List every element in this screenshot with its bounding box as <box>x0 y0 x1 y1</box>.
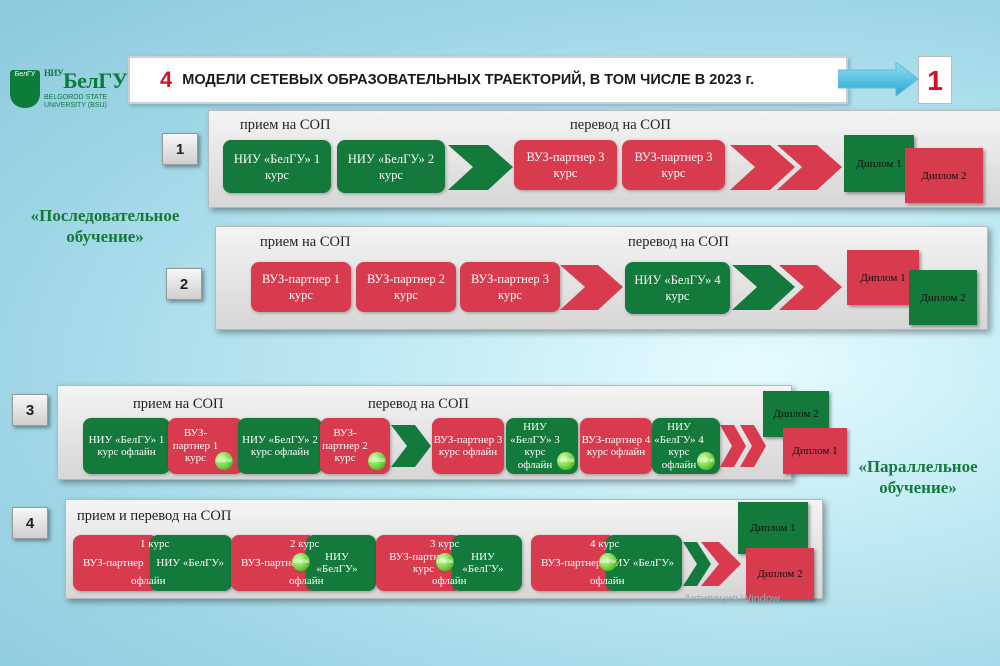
chevron-right-icon <box>732 265 842 310</box>
diploma-label: Диплом 1 <box>750 522 796 534</box>
diploma-icon: Диплом 2 <box>746 548 814 600</box>
slide-number: 1 <box>918 56 952 104</box>
logo-shield-icon: БелГУ <box>10 70 40 108</box>
diploma-label: Диплом 2 <box>757 568 803 580</box>
diploma-label: Диплом 2 <box>773 408 819 420</box>
logo-sub1: BELGOROD STATE <box>44 94 108 101</box>
stage-box: НИУ «БелГУ» <box>150 535 232 591</box>
diploma-label: Диплом 1 <box>856 157 902 170</box>
admission-transfer-label: прием и перевод на СОП <box>77 508 232 524</box>
stage-box: ВУЗ-партнер <box>73 535 158 591</box>
offline-label: офлайн <box>289 575 324 587</box>
stage-box: НИУ «БелГУ» 2 курс офлайн <box>238 418 322 474</box>
offline-label: офлайн <box>432 575 467 587</box>
stage-box: ВУЗ-партнер 3 курс <box>460 262 560 312</box>
diploma-icon: Диплом 1 <box>847 250 919 305</box>
online-badge-icon: online <box>697 452 715 470</box>
online-badge-icon: online <box>368 452 386 470</box>
stage-box: ВУЗ-партнер 3 курс офлайн <box>432 418 504 474</box>
offline-label: офлайн <box>590 575 625 587</box>
title-text: МОДЕЛИ СЕТЕВЫХ ОБРАЗОВАТЕЛЬНЫХ ТРАЕКТОРИ… <box>182 72 755 88</box>
stage-box: НИУ «БелГУ» 1 курс <box>223 140 331 193</box>
online-badge-icon: online <box>436 553 454 571</box>
row-number: 1 <box>162 133 198 165</box>
row-number: 3 <box>12 394 48 426</box>
admission-label: прием на СОП <box>133 396 224 412</box>
title-number: 4 <box>160 67 173 92</box>
stage-box: ВУЗ-партнер 2 курс <box>356 262 456 312</box>
admission-label: прием на СОП <box>260 234 351 250</box>
stage-box: НИУ «БелГУ» <box>452 535 522 591</box>
diploma-icon: Диплом 1 <box>844 135 914 192</box>
diploma-label: Диплом 2 <box>920 291 966 304</box>
diploma-icon: Диплом 1 <box>738 502 808 554</box>
chevron-right-icon <box>683 542 741 586</box>
online-badge-icon: online <box>557 452 575 470</box>
chevron-right-icon <box>720 425 766 467</box>
stage-box: НИУ «БелГУ» <box>606 535 682 591</box>
next-arrow-icon <box>838 62 918 96</box>
stage-box: ВУЗ-партнер 1 курс <box>251 262 351 312</box>
row-number: 2 <box>166 268 202 300</box>
transfer-label: перевод на СОП <box>570 117 671 133</box>
diploma-icon: Диплом 2 <box>905 148 983 203</box>
chevron-right-icon <box>730 145 842 190</box>
stage-box: ВУЗ-партнер 4 курс офлайн <box>580 418 652 474</box>
diploma-label: Диплом 2 <box>921 169 967 182</box>
diploma-icon: Диплом 1 <box>783 428 847 474</box>
transfer-label: перевод на СОП <box>628 234 729 250</box>
logo-badge: БелГУ <box>14 71 36 78</box>
offline-label: офлайн <box>131 575 166 587</box>
course-label: 2 курс <box>290 538 320 550</box>
diploma-label: Диплом 1 <box>792 445 838 457</box>
stage-box: ВУЗ-партнер 3 курс <box>514 140 617 190</box>
stage-box: НИУ «БелГУ» 4 курс <box>625 262 730 314</box>
online-badge-icon: online <box>292 553 310 571</box>
activation-watermark: Активация Window <box>684 593 780 605</box>
course-label: 4 курс <box>590 538 620 550</box>
diploma-label: Диплом 1 <box>860 271 906 284</box>
chevron-right-icon <box>391 425 431 467</box>
logo-sub2: UNIVERSITY (BSU) <box>44 102 107 109</box>
online-badge-icon: online <box>599 553 617 571</box>
admission-label: прием на СОП <box>240 117 331 133</box>
chevron-right-icon <box>448 145 513 190</box>
logo-prefix: НИУ <box>44 68 64 78</box>
stage-box: НИУ «БелГУ» <box>306 535 376 591</box>
stage-box: НИУ «БелГУ» 2 курс <box>337 140 445 193</box>
course-label: 3 курс <box>430 538 460 550</box>
stage-box: НИУ «БелГУ» 1 курс офлайн <box>83 418 170 474</box>
stage-box: ВУЗ-партнер 3 курс <box>622 140 725 190</box>
course-label: 1 курс <box>140 538 170 550</box>
sequential-label: «Последовательное обучение» <box>30 206 180 246</box>
logo-name-text: БелГУ <box>63 68 128 93</box>
row-number: 4 <box>12 507 48 539</box>
logo-name: НИУБелГУ <box>44 68 128 94</box>
transfer-label: перевод на СОП <box>368 396 469 412</box>
diploma-icon: Диплом 2 <box>909 270 977 325</box>
stage-box: ВУЗ-партнер 1 курс <box>168 418 243 474</box>
chevron-right-icon <box>560 265 623 310</box>
online-badge-icon: online <box>215 452 233 470</box>
parallel-label: «Параллельное обучение» <box>858 457 978 497</box>
slide-title: 4 МОДЕЛИ СЕТЕВЫХ ОБРАЗОВАТЕЛЬНЫХ ТРАЕКТО… <box>128 56 848 104</box>
